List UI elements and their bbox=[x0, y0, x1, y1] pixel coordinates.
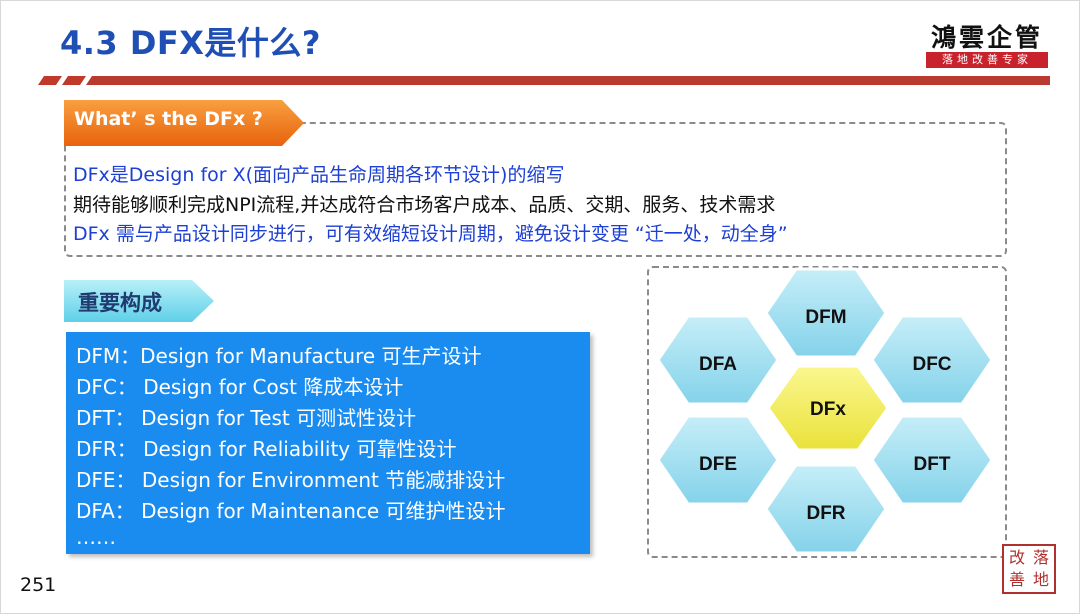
list-item-dfr: DFR： Design for Reliability 可靠性设计 bbox=[76, 437, 457, 461]
hexagon-dfr-label: DFR bbox=[806, 503, 845, 524]
composition-tag: 重要构成 bbox=[64, 280, 214, 326]
hexagon-dft-label: DFT bbox=[914, 454, 951, 475]
page-number: 251 bbox=[20, 574, 57, 596]
definition-line-1: DFx是Design for X(面向产品生命周期各环节设计)的缩写 bbox=[73, 164, 565, 186]
hexagon-dfe-label: DFE bbox=[699, 454, 737, 475]
hexagon-dfx-label: DFx bbox=[810, 399, 846, 420]
list-item-dfa: DFA： Design for Maintenance 可维护性设计 bbox=[76, 499, 506, 523]
composition-list-panel: DFM：Design for Manufacture 可生产设计 DFC： De… bbox=[66, 332, 590, 554]
whats-tag-label: What’ s the DFx ? bbox=[74, 108, 263, 130]
hexagon-dfa-label: DFA bbox=[699, 354, 737, 375]
logo-tagline: 落地改善专家 bbox=[926, 52, 1048, 68]
composition-tag-label: 重要构成 bbox=[78, 291, 162, 315]
logo-name: 鴻雲企管 bbox=[930, 23, 1043, 52]
seal-char-3: 善 bbox=[1008, 570, 1025, 589]
orange-arrow-tag-shape bbox=[64, 100, 304, 146]
company-logo: 鴻雲企管 落地改善专家 bbox=[922, 20, 1052, 72]
cyan-arrow-tag-shape bbox=[64, 280, 214, 322]
list-item-dfe: DFE： Design for Environment 节能减排设计 bbox=[76, 468, 506, 492]
list-item-dfc: DFC： Design for Cost 降成本设计 bbox=[76, 375, 404, 399]
seal-char-1: 改 bbox=[1008, 548, 1025, 567]
list-item-dft: DFT： Design for Test 可测试性设计 bbox=[76, 406, 417, 430]
slide-title: 4.3 DFX是什么? bbox=[60, 24, 321, 62]
hexagon-dft: DFT bbox=[870, 414, 994, 506]
hexagon-dfc-label: DFC bbox=[912, 354, 951, 375]
list-item-more: …… bbox=[76, 525, 116, 549]
hexagon-dfr: DFR bbox=[764, 463, 888, 555]
definition-line-2: 期待能够顺利完成NPI流程,并达成符合市场客户成本、品质、交期、服务、技术需求 bbox=[73, 194, 776, 216]
hexagon-dfe: DFE bbox=[656, 414, 780, 506]
hexagon-dfa: DFA bbox=[656, 314, 780, 406]
hexagon-dfc: DFC bbox=[870, 314, 994, 406]
header-divider bbox=[38, 76, 1050, 85]
whats-the-dfx-tag: What’ s the DFx ? bbox=[64, 100, 304, 150]
list-item-dfm: DFM：Design for Manufacture 可生产设计 bbox=[76, 344, 482, 368]
hexagon-dfx-center: DFx bbox=[766, 364, 890, 452]
definition-line-3: DFx 需与产品设计同步进行，可有效缩短设计周期，避免设计变更 “迁一处，动全身… bbox=[73, 223, 788, 245]
hexagon-dfm: DFM bbox=[764, 267, 888, 359]
hexagon-diagram-box bbox=[647, 266, 1007, 558]
seal-char-2: 落 bbox=[1032, 548, 1049, 567]
hexagon-dfm-label: DFM bbox=[805, 307, 846, 328]
seal-stamp: 改 落 善 地 bbox=[1002, 544, 1056, 594]
seal-char-4: 地 bbox=[1032, 570, 1049, 589]
definition-box bbox=[64, 122, 1007, 257]
